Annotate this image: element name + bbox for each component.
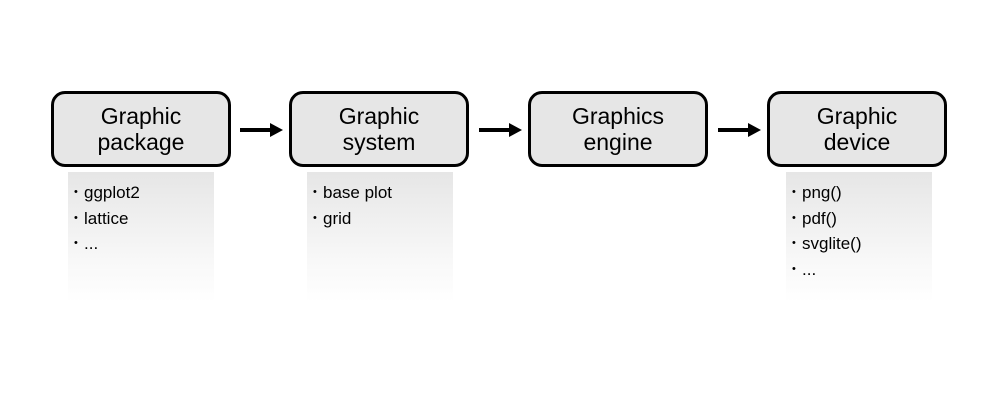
graphics-engine-title-line2: engine — [583, 129, 653, 155]
graphic-device-examples: •png() •pdf() •svglite() •... — [786, 172, 932, 302]
graphic-system-title-line1: Graphic — [338, 103, 420, 129]
list-item: •base plot — [313, 183, 392, 202]
arrow-right-icon — [240, 123, 283, 137]
list-item: •... — [792, 259, 817, 279]
graphics-engine-box: Graphics engine — [528, 91, 708, 167]
graphic-device-title-line2: device — [823, 129, 891, 155]
arrow-right-icon — [479, 123, 522, 137]
graphic-package-title-line2: package — [97, 129, 185, 155]
list-item: •png() — [792, 183, 842, 202]
list-item: •pdf() — [792, 208, 837, 228]
list-item: •ggplot2 — [74, 183, 140, 202]
graphic-device-title-line1: Graphic — [816, 103, 898, 129]
list-item: •grid — [313, 208, 352, 228]
list-item: •lattice — [74, 208, 129, 228]
list-item: •... — [74, 234, 99, 253]
graphic-device-box: Graphic device — [767, 91, 947, 167]
graphic-package-box: Graphic package — [51, 91, 231, 167]
list-item: •svglite() — [792, 234, 862, 253]
graphics-engine-title-line1: Graphics — [571, 103, 665, 129]
graphic-system-box: Graphic system — [289, 91, 469, 167]
graphic-package-examples: •ggplot2 •lattice •... — [68, 172, 214, 302]
graphic-package-title-line1: Graphic — [100, 103, 182, 129]
graphic-system-examples: •base plot •grid — [307, 172, 453, 302]
graphic-system-title-line2: system — [342, 129, 416, 155]
arrow-right-icon — [718, 123, 761, 137]
